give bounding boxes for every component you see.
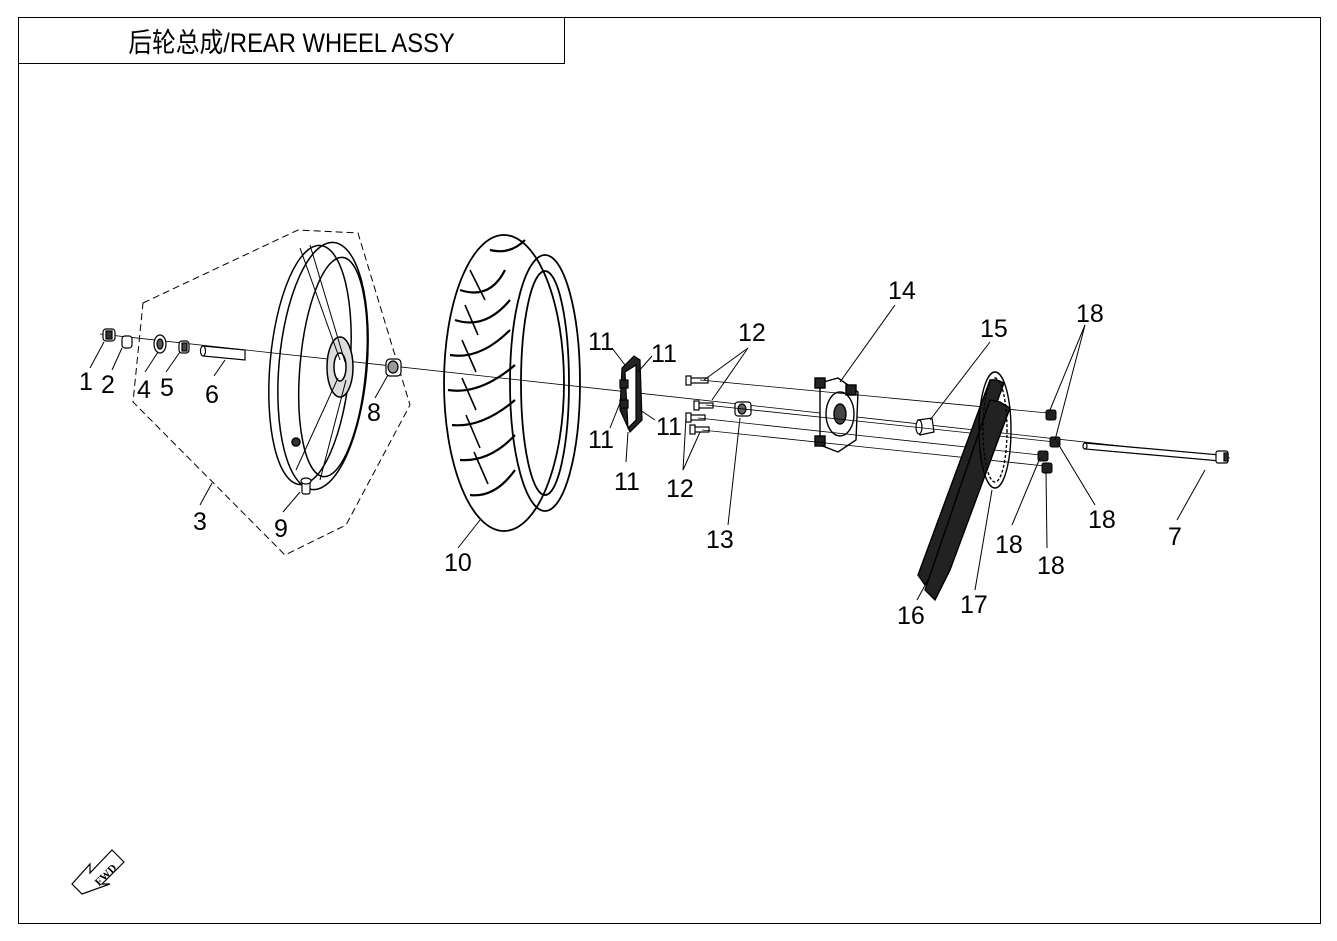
callout-10: 10 (444, 549, 472, 577)
sprocket-hub (814, 377, 859, 453)
callout-11-e: 11 (614, 468, 640, 496)
callout-11-d: 11 (656, 413, 682, 441)
page-title: 后轮总成/REAR WHEEL ASSY (128, 28, 455, 58)
rim-group-outline (132, 229, 411, 556)
collar-15 (915, 417, 935, 436)
callout-3: 3 (193, 508, 207, 536)
callout-18-mid: 18 (995, 531, 1023, 559)
callout-labels: 1 2 3 4 5 6 7 8 9 10 11 11 11 11 11 12 1… (79, 277, 1182, 630)
callout-18-right: 18 (1088, 506, 1116, 534)
rear-rim (268, 241, 369, 491)
callout-5: 5 (160, 374, 174, 402)
callout-1: 1 (79, 368, 93, 396)
callout-4: 4 (137, 376, 151, 404)
callout-6: 6 (205, 381, 219, 409)
callout-15: 15 (980, 315, 1008, 343)
drive-chain (917, 379, 1011, 602)
left-hardware (102, 328, 402, 377)
callout-11-c: 11 (588, 426, 614, 454)
callout-14: 14 (888, 277, 916, 305)
callout-11-a: 11 (588, 328, 614, 356)
callout-11-b: 11 (651, 340, 677, 368)
drawing-frame (18, 17, 1321, 924)
callout-9: 9 (274, 515, 288, 543)
callout-17: 17 (960, 591, 988, 619)
axle-centerline (99, 333, 1231, 459)
valve-stem (300, 477, 312, 495)
callout-16: 16 (897, 602, 925, 630)
callout-7: 7 (1168, 523, 1182, 551)
rear-sprocket (978, 371, 1012, 489)
callout-12-top: 12 (738, 319, 766, 347)
leader-lines (89, 304, 1206, 601)
nuts-18 (1037, 409, 1061, 474)
damper-set (619, 355, 643, 434)
rear-axle (1082, 442, 1229, 464)
callout-2: 2 (101, 371, 115, 399)
rear-tire (443, 234, 581, 532)
callout-18-top: 18 (1076, 300, 1104, 328)
title-box: 后轮总成/REAR WHEEL ASSY (18, 17, 565, 64)
bolts-12 (685, 375, 714, 435)
callout-8: 8 (367, 399, 381, 427)
fwd-arrow-icon: FWD (71, 849, 125, 895)
callout-12-bottom: 12 (666, 475, 694, 503)
callout-13: 13 (706, 526, 734, 554)
callout-18-bottom: 18 (1037, 552, 1065, 580)
